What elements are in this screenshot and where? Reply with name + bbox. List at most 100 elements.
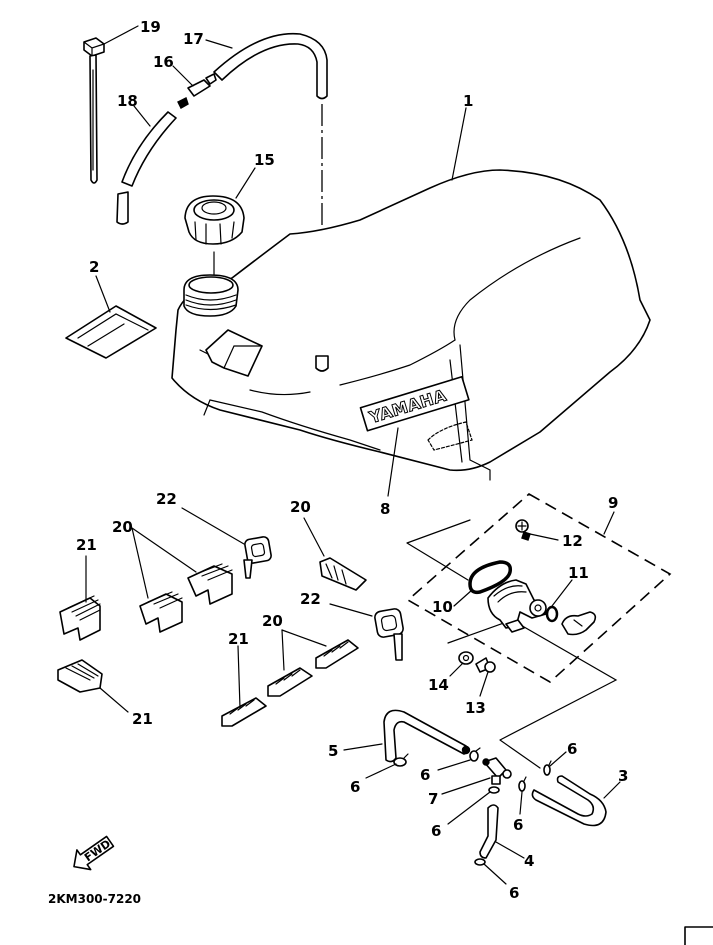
part-fuel-hose-4[interactable] xyxy=(479,804,499,859)
part-fuel-cock[interactable] xyxy=(487,579,547,633)
callout-7[interactable]: 7 xyxy=(428,790,438,808)
part-hose-clip-6b[interactable] xyxy=(469,747,481,762)
callout-22a[interactable]: 22 xyxy=(156,490,177,508)
part-cable-tie[interactable] xyxy=(83,37,105,184)
leader-20d-1 xyxy=(281,629,285,671)
fwd-direction-marker: FWD xyxy=(73,835,115,871)
part-check-valve[interactable] xyxy=(177,73,217,109)
callout-2[interactable]: 2 xyxy=(89,258,99,276)
part-damper-21-c[interactable] xyxy=(221,697,267,727)
part-damper-21-a[interactable] xyxy=(59,595,101,641)
part-hose-clip-6a[interactable] xyxy=(393,753,409,767)
part-fuel-cock-lever[interactable] xyxy=(561,611,597,636)
leader-22a xyxy=(181,507,245,545)
part-hose-clip-6f[interactable] xyxy=(474,858,486,866)
part-washer[interactable] xyxy=(458,651,474,665)
callout-17[interactable]: 17 xyxy=(183,30,204,48)
part-damper-20-a[interactable] xyxy=(139,591,183,633)
callout-12[interactable]: 12 xyxy=(562,532,583,550)
leader-15 xyxy=(235,167,256,199)
part-breather-hose-17[interactable] xyxy=(213,32,328,100)
leader-3 xyxy=(603,781,621,799)
callout-8[interactable]: 8 xyxy=(380,500,390,518)
part-fuel-tank[interactable] xyxy=(171,169,651,481)
callout-6a[interactable]: 6 xyxy=(350,778,360,796)
leader-5 xyxy=(343,743,383,751)
leader-14 xyxy=(449,663,463,677)
callout-5[interactable]: 5 xyxy=(328,742,338,760)
callout-15[interactable]: 15 xyxy=(254,151,275,169)
leader-1 xyxy=(451,107,467,181)
part-fuel-hose-3[interactable] xyxy=(531,775,607,827)
leader-6c xyxy=(447,791,491,825)
callout-4[interactable]: 4 xyxy=(524,852,534,870)
callout-6c[interactable]: 6 xyxy=(431,822,441,840)
callout-19[interactable]: 19 xyxy=(140,18,161,36)
part-damper-21-b[interactable] xyxy=(57,659,103,693)
callout-6f[interactable]: 6 xyxy=(509,884,519,902)
part-clamp-22-b[interactable] xyxy=(374,608,404,661)
leader-6d xyxy=(519,791,523,815)
callout-21a[interactable]: 21 xyxy=(76,536,97,554)
part-breather-hose-18[interactable] xyxy=(116,111,177,225)
leader-8 xyxy=(387,427,399,497)
callout-20c[interactable]: 20 xyxy=(290,498,311,516)
callout-21b[interactable]: 21 xyxy=(132,710,153,728)
leader-12 xyxy=(529,533,559,541)
leader-21c xyxy=(237,645,241,709)
leader-19 xyxy=(103,25,139,45)
part-tank-bracket-damper[interactable] xyxy=(65,305,157,359)
leader-20d-2 xyxy=(281,629,327,647)
leader-6e xyxy=(549,751,567,767)
leader-21b xyxy=(99,687,129,713)
leader-17 xyxy=(205,39,233,49)
part-screw-12[interactable] xyxy=(515,519,531,541)
leader-6f xyxy=(483,863,507,885)
leader-6a xyxy=(365,763,397,779)
page-corner-mark xyxy=(684,926,713,945)
leader-18 xyxy=(133,105,151,127)
leader-6b xyxy=(437,759,471,771)
callout-22b[interactable]: 22 xyxy=(300,590,321,608)
callout-10[interactable]: 10 xyxy=(432,598,453,616)
leader-7 xyxy=(441,777,491,795)
callout-1[interactable]: 1 xyxy=(463,92,473,110)
part-damper-20-b[interactable] xyxy=(187,563,233,605)
part-fuel-hose-5[interactable] xyxy=(383,709,471,763)
part-hose-clip-6c[interactable] xyxy=(488,786,500,794)
part-hose-clip-6e[interactable] xyxy=(543,760,552,776)
part-damper-20-e[interactable] xyxy=(315,639,359,669)
part-damper-20-c[interactable] xyxy=(319,557,367,591)
callout-6b[interactable]: 6 xyxy=(420,766,430,784)
part-hose-clip-6d[interactable] xyxy=(518,776,527,792)
part-fuel-cap[interactable] xyxy=(184,195,245,245)
fwd-label: FWD xyxy=(82,837,113,864)
part-gasket[interactable] xyxy=(468,560,513,595)
callout-21c[interactable]: 21 xyxy=(228,630,249,648)
leader-9 xyxy=(603,511,615,535)
leader-2 xyxy=(95,275,111,313)
callout-6d[interactable]: 6 xyxy=(513,816,523,834)
callout-16[interactable]: 16 xyxy=(153,53,174,71)
leader-16 xyxy=(172,65,194,87)
callout-20a[interactable]: 20 xyxy=(112,518,133,536)
assembly-line-fuelcock-1 xyxy=(406,519,471,581)
leader-20a-2 xyxy=(131,527,197,573)
part-clamp-22-a[interactable] xyxy=(243,536,272,579)
leader-10 xyxy=(453,589,473,607)
part-hose-joint[interactable] xyxy=(482,757,512,785)
part-bolt[interactable] xyxy=(475,657,496,673)
part-damper-20-d[interactable] xyxy=(267,667,313,697)
callout-9[interactable]: 9 xyxy=(608,494,618,512)
callout-20d[interactable]: 20 xyxy=(262,612,283,630)
leader-13 xyxy=(479,671,489,697)
callout-13[interactable]: 13 xyxy=(465,699,486,717)
callout-18[interactable]: 18 xyxy=(117,92,138,110)
callout-14[interactable]: 14 xyxy=(428,676,449,694)
part-o-ring[interactable] xyxy=(545,605,559,623)
leader-22b xyxy=(329,603,373,617)
callout-11[interactable]: 11 xyxy=(568,564,589,582)
callout-3[interactable]: 3 xyxy=(618,767,628,785)
leader-20a-1 xyxy=(131,527,149,599)
callout-6e[interactable]: 6 xyxy=(567,740,577,758)
